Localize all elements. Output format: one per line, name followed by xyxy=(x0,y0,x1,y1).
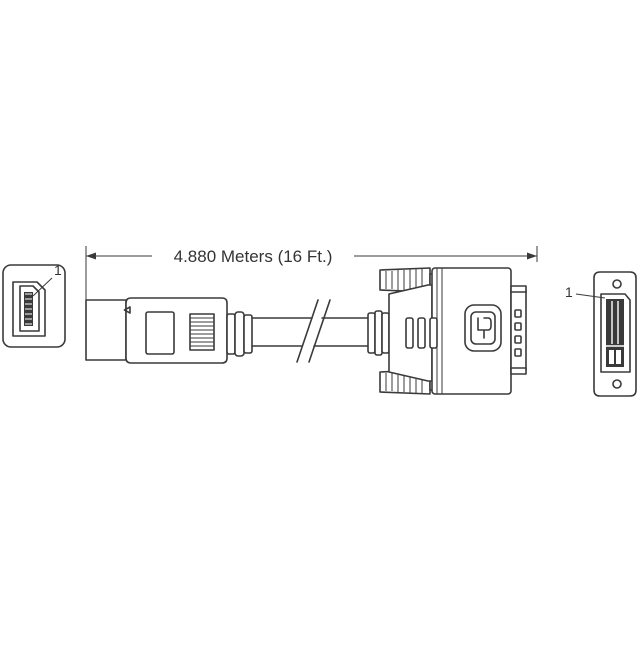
hdmi-plug-grip xyxy=(189,313,215,351)
dvi-pin-block-4 xyxy=(514,348,522,357)
dvi-end-view-screw-bottom xyxy=(612,379,622,389)
cable-break-line-2 xyxy=(308,299,331,363)
dimension-arrow-right xyxy=(527,252,537,260)
hdmi-plug-arrow-icon xyxy=(123,306,131,314)
cable-break-line-1 xyxy=(296,299,319,363)
length-label: 4.880 Meters (16 Ft.) xyxy=(174,247,333,266)
dvi-plug xyxy=(367,267,527,395)
length-dimension: 4.880 Meters (16 Ft.) xyxy=(85,246,538,300)
dvi-pin-block-1 xyxy=(514,309,522,318)
dvi-end-view-screw-top xyxy=(612,279,622,289)
hdmi-strain-relief-2 xyxy=(234,311,245,357)
hdmi-end-view: 1 xyxy=(2,262,66,348)
dvi-end-view-pins xyxy=(606,299,624,367)
dvi-grip-slot-2 xyxy=(417,317,426,349)
dimension-arrow-left xyxy=(86,252,96,260)
dvi-screw-stub-top xyxy=(510,285,527,293)
hdmi-plug-recess xyxy=(145,311,175,355)
dvi-strain-relief-2 xyxy=(374,310,383,356)
left-pin-callout: 1 xyxy=(54,262,62,278)
dvi-end-view: 1 xyxy=(565,271,637,397)
hdmi-strain-relief-3 xyxy=(243,314,253,354)
left-callout-leader xyxy=(32,277,53,297)
right-pin-callout: 1 xyxy=(565,284,573,300)
right-callout-leader xyxy=(575,293,606,299)
cable xyxy=(251,299,369,363)
hdmi-plug xyxy=(85,297,253,364)
dvi-end-view-shell xyxy=(600,293,631,373)
dvi-grip-slot-3 xyxy=(429,317,438,349)
dvi-pin-block-2 xyxy=(514,322,522,331)
dvi-screw-stub-bottom xyxy=(510,367,527,375)
hdmi-end-view-shell xyxy=(12,281,46,337)
dvi-pin-block-3 xyxy=(514,335,522,344)
dvi-logo-icon xyxy=(464,304,502,352)
dvi-strain-relief-1 xyxy=(367,312,376,354)
dvi-grip-slot-1 xyxy=(405,317,414,349)
hdmi-plug-tip xyxy=(85,299,127,361)
hdmi-strain-relief-1 xyxy=(226,313,236,355)
dvi-strain-relief-3 xyxy=(381,312,390,354)
